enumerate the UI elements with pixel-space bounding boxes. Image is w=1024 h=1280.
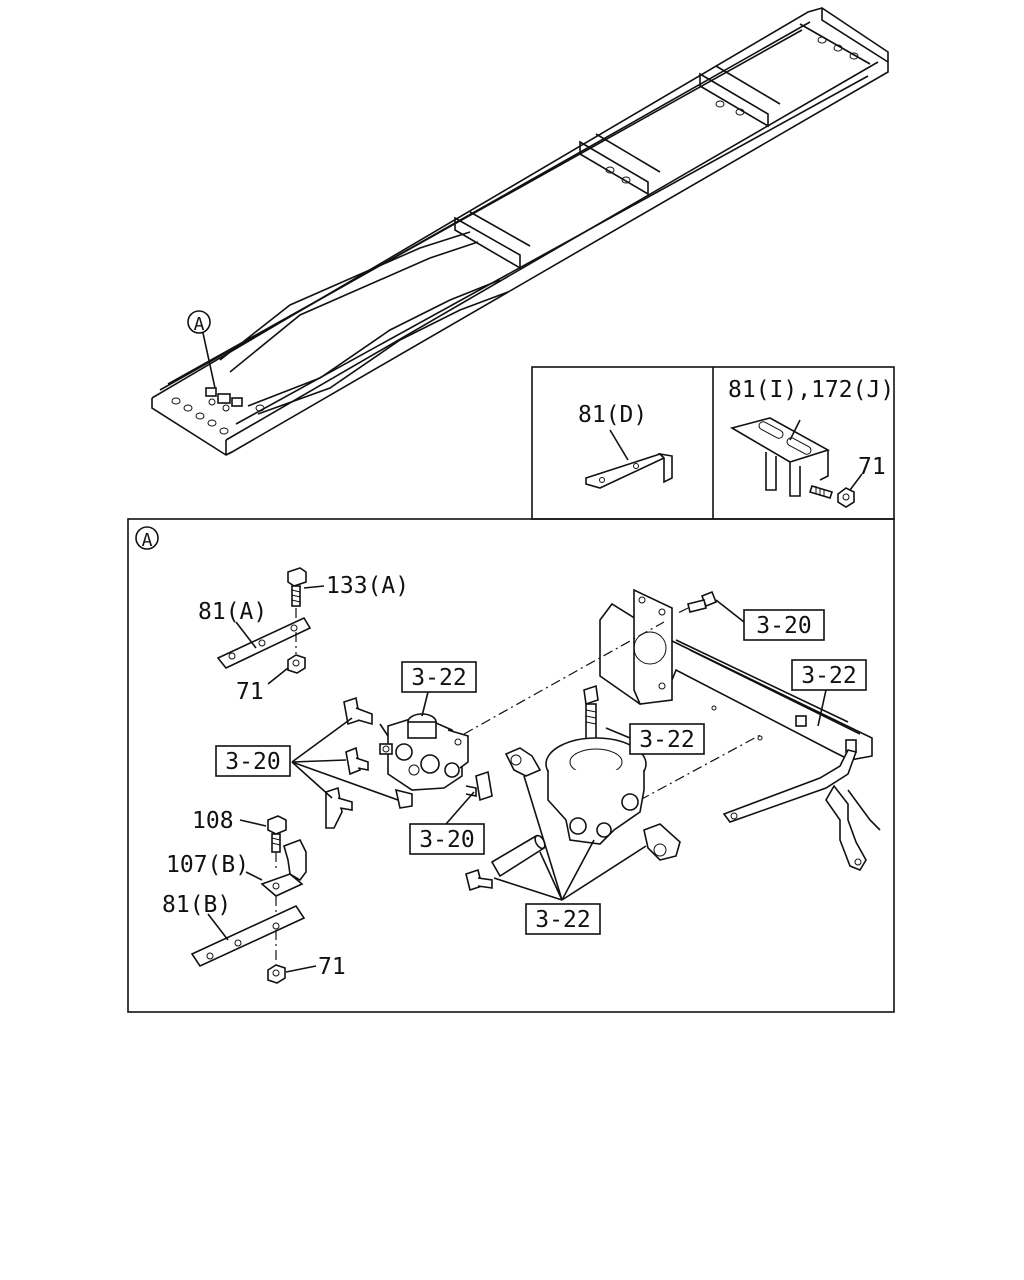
nut-71-top xyxy=(267,632,306,685)
ref-box-3-22-left xyxy=(401,661,477,693)
label-81i-172j: 81(I),172(J) xyxy=(728,377,894,403)
bolt-small-inset xyxy=(808,485,834,499)
ref-box-3-22-right xyxy=(791,659,867,691)
ref-box-3-20-left xyxy=(215,745,291,777)
label-81b: 81(B) xyxy=(162,892,231,918)
bolt-108 xyxy=(239,815,287,868)
ref-3-22-left: 3-22 xyxy=(411,665,466,691)
nut-71-inset xyxy=(837,473,863,508)
detail-a-marker-circle xyxy=(135,526,159,550)
bolt-top-right xyxy=(675,590,745,623)
relay-valve-left xyxy=(379,713,469,791)
ref-3-20-mid: 3-20 xyxy=(419,827,474,853)
label-81d: 81(D) xyxy=(578,402,647,428)
label-81a: 81(A) xyxy=(198,599,267,625)
bracket-81d xyxy=(585,429,673,489)
ref-box-3-20-top xyxy=(743,609,825,641)
label-71-top: 71 xyxy=(236,679,264,705)
bracket-81a xyxy=(216,616,312,669)
bracket-81b xyxy=(190,896,306,968)
leaders-3-20-left xyxy=(291,717,399,801)
ref-box-3-20-mid xyxy=(409,823,485,855)
centerline-lower xyxy=(639,733,763,801)
callout-a-circle xyxy=(187,310,211,334)
ref-3-22-right: 3-22 xyxy=(801,663,856,689)
leaders-3-22-bottom xyxy=(493,775,647,901)
clip-107b xyxy=(245,838,307,897)
label-71-bottom: 71 xyxy=(318,954,346,980)
inset-panel: 81(D) 81(I),172(J) 71 xyxy=(531,366,895,520)
ref-3-20-left: 3-20 xyxy=(225,749,280,775)
detail-a-marker: A xyxy=(142,530,153,551)
bolt-133a xyxy=(287,567,325,620)
ref-3-22-mid: 3-22 xyxy=(639,727,694,753)
callout-a-label: A xyxy=(194,314,205,335)
bracket-81i xyxy=(729,417,831,497)
ref-3-22-bottom: 3-22 xyxy=(535,907,590,933)
centerline-upper xyxy=(463,621,665,735)
relay-valve-right xyxy=(465,684,681,892)
mounting-bracket-right xyxy=(599,588,881,871)
label-133a: 133(A) xyxy=(326,573,409,599)
valve-cluster-small xyxy=(205,387,243,412)
label-108: 108 xyxy=(192,808,234,834)
fittings-left xyxy=(325,696,493,829)
chassis-frame: A xyxy=(151,7,889,456)
label-71-inset: 71 xyxy=(858,454,886,480)
ref-3-20-top: 3-20 xyxy=(756,613,811,639)
label-107b: 107(B) xyxy=(166,852,249,878)
ref-box-3-22-bottom xyxy=(525,903,601,935)
nut-71-bottom xyxy=(267,930,317,984)
ref-box-3-22-mid xyxy=(629,723,705,755)
detail-a-panel: A 133(A) 81(A) 71 xyxy=(127,518,895,1013)
